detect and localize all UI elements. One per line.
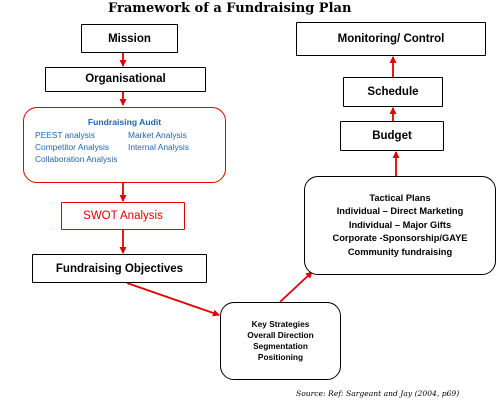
budget-box: Budget [340, 121, 444, 151]
audit-item-internal: Internal Analysis [128, 142, 189, 152]
key-strategies-line-1: Key Strategies [251, 318, 310, 329]
source-citation: Source: Ref: Sargeant and Jay (2004, p69… [296, 389, 460, 398]
tactical-plans-box: Tactical Plans Individual – Direct Marke… [304, 176, 496, 275]
budget-label: Budget [372, 130, 412, 142]
diagram-title: Framework of a Fundraising Plan [108, 1, 352, 16]
swot-label: SWOT Analysis [83, 210, 163, 222]
schedule-box: Schedule [343, 77, 443, 107]
arrow-strategies-to-tactical [279, 271, 313, 303]
tactical-plans-line-1: Tactical Plans [369, 192, 431, 203]
fundraising-audit-heading: Fundraising Audit [87, 117, 162, 127]
audit-item-collaboration: Collaboration Analysis [35, 154, 118, 164]
monitoring-control-label: Monitoring/ Control [337, 33, 445, 45]
audit-item-peest: PEEST analysis [35, 130, 95, 140]
fundraising-objectives-label: Fundraising Objectives [55, 262, 184, 275]
tactical-plans-line-3: Individual – Major Gifts [348, 219, 452, 230]
fundraising-audit-box: Fundraising Audit PEEST analysis Market … [23, 107, 226, 183]
key-strategies-line-4: Positioning [257, 352, 304, 363]
audit-item-market: Market Analysis [128, 130, 187, 140]
organisational-label: Organisational [85, 73, 166, 85]
fundraising-objectives-box: Fundraising Objectives [32, 254, 207, 283]
key-strategies-line-2: Overall Direction [247, 329, 314, 340]
arrow-objectives-to-strategies [126, 282, 220, 317]
audit-item-competitor: Competitor Analysis [35, 142, 110, 152]
tactical-plans-line-5: Community fundraising [347, 246, 453, 257]
tactical-plans-line-2: Individual – Direct Marketing [336, 206, 464, 217]
mission-label: Mission [108, 32, 151, 45]
mission-box: Mission [81, 24, 178, 53]
organisational-box: Organisational [45, 67, 206, 92]
key-strategies-box: Key Strategies Overall Direction Segment… [220, 302, 341, 380]
key-strategies-line-3: Segmentation [253, 341, 308, 351]
tactical-plans-line-4: Corporate -Sponsorship/GAYE [332, 233, 468, 244]
schedule-label: Schedule [367, 86, 419, 98]
monitoring-control-box: Monitoring/ Control [296, 22, 486, 56]
swot-box: SWOT Analysis [61, 202, 185, 230]
